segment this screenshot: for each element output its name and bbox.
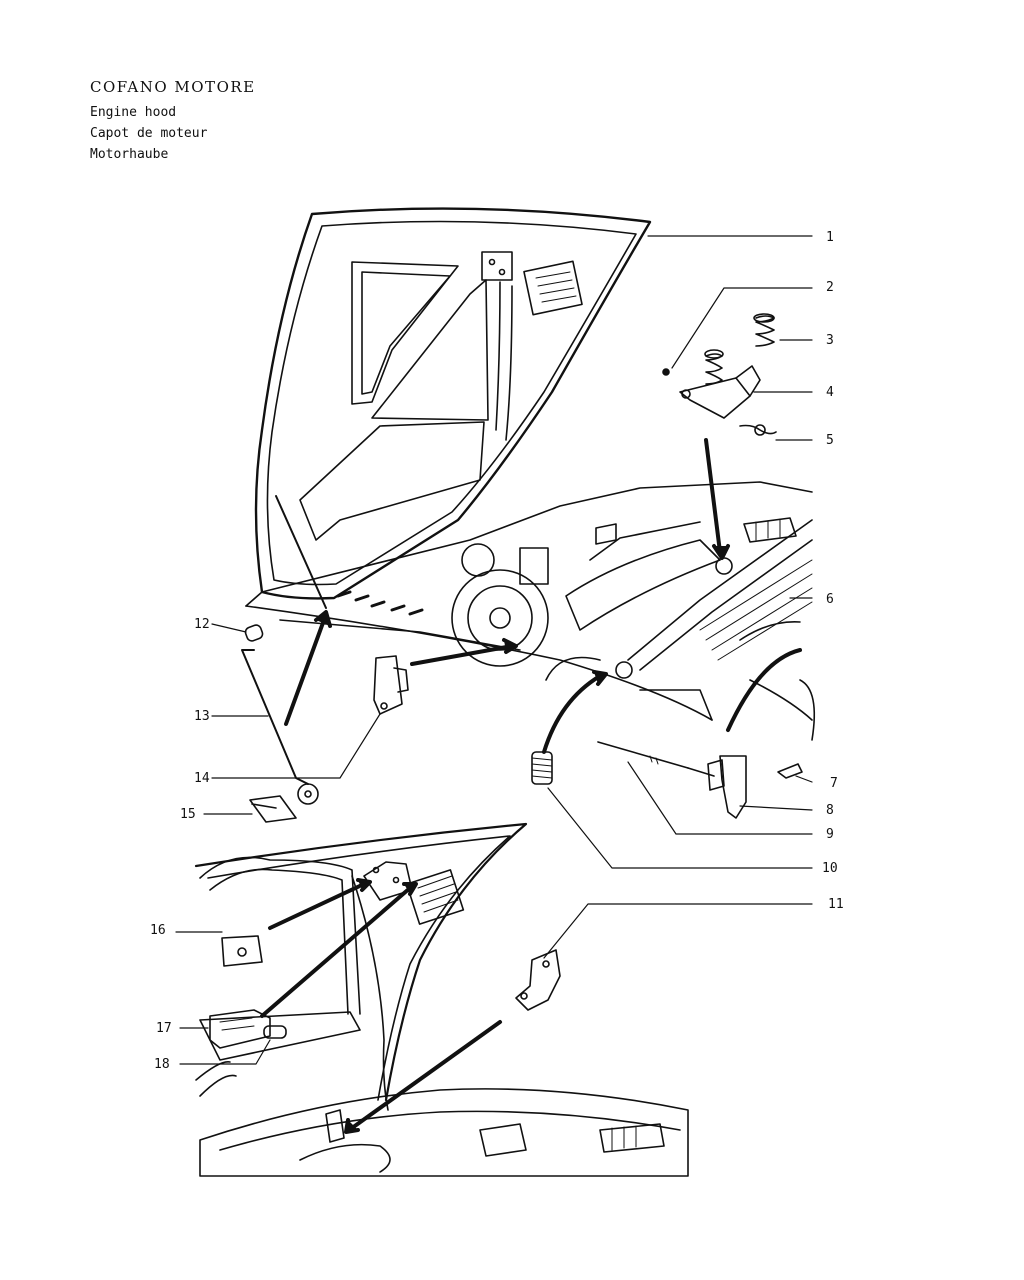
callout-1: 1 <box>826 230 834 245</box>
callout-17: 17 <box>156 1021 172 1036</box>
release-cable-assembly <box>597 741 803 819</box>
callout-15: 15 <box>180 807 196 822</box>
callout-7: 7 <box>830 776 838 791</box>
callout-14: 14 <box>194 771 210 786</box>
callout-16: 16 <box>150 923 166 938</box>
callout-5: 5 <box>826 433 834 448</box>
callout-18: 18 <box>154 1057 170 1072</box>
callout-3: 3 <box>826 333 834 348</box>
title-block: COFANO MOTORE Engine hood Capot de moteu… <box>90 78 256 165</box>
callout-12: 12 <box>194 617 210 632</box>
callout-8: 8 <box>826 803 834 818</box>
hood-hinge-and-lock-parts <box>209 935 561 1049</box>
callout-numbers: 1 2 3 4 5 6 7 8 9 10 11 12 13 14 15 16 1… <box>150 230 844 1072</box>
leader-arrows <box>260 438 802 1134</box>
engine-hood-lower-detail <box>194 822 689 1177</box>
hood-latch-assembly <box>662 313 777 436</box>
callout-9: 9 <box>826 827 834 842</box>
title-english: Engine hood <box>90 105 177 120</box>
engine-bay-upper <box>245 481 816 741</box>
callout-10: 10 <box>822 861 838 876</box>
latch-spring-part <box>531 751 553 785</box>
title-italian: COFANO MOTORE <box>90 78 256 96</box>
callout-13: 13 <box>194 709 210 724</box>
callout-2: 2 <box>826 280 834 295</box>
callout-11: 11 <box>828 897 844 912</box>
engine-hood-raised <box>254 207 652 609</box>
callout-leaders <box>175 235 813 1065</box>
title-german: Motorhaube <box>90 147 169 162</box>
hood-stay-parts <box>241 624 409 823</box>
title-french: Capot de moteur <box>90 126 208 141</box>
callout-6: 6 <box>826 592 834 607</box>
callout-4: 4 <box>826 385 834 400</box>
